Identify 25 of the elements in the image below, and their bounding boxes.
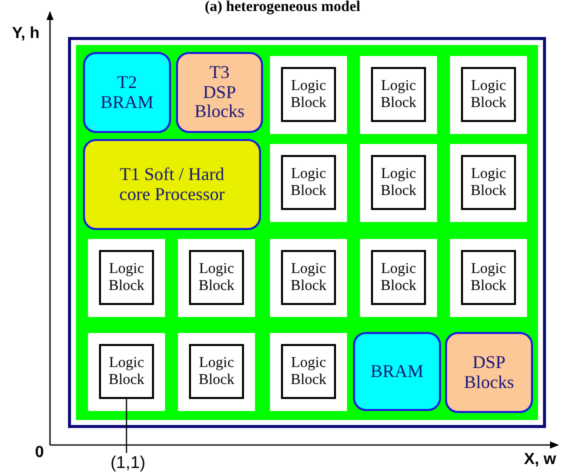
leader-line <box>126 399 128 453</box>
logic-block: Logic Block <box>99 344 154 399</box>
bram-block: T2 BRAM <box>83 52 171 133</box>
logic-block: Logic Block <box>281 250 336 305</box>
logic-block: Logic Block <box>461 250 516 305</box>
axis-label: X, w <box>524 451 556 469</box>
logic-block: Logic Block <box>281 344 336 399</box>
logic-block: Logic Block <box>371 250 426 305</box>
logic-block: Logic Block <box>371 67 426 122</box>
logic-block: Logic Block <box>189 250 244 305</box>
origin-label: 0 <box>35 444 44 462</box>
logic-block: Logic Block <box>99 250 154 305</box>
axis-label: Y, h <box>12 25 40 43</box>
logic-block: Logic Block <box>461 155 516 210</box>
dsp-block: DSP Blocks <box>445 332 533 413</box>
logic-block: Logic Block <box>461 67 516 122</box>
title: (a) heterogeneous model <box>204 0 362 16</box>
processor-block: T1 Soft / Hard core Processor <box>83 139 261 230</box>
logic-block: Logic Block <box>189 344 244 399</box>
coordinate-label: (1,1) <box>100 453 156 473</box>
logic-block: Logic Block <box>281 155 336 210</box>
logic-block: Logic Block <box>281 67 336 122</box>
logic-block: Logic Block <box>371 155 426 210</box>
bram-block: BRAM <box>353 332 441 411</box>
dsp-block: T3 DSP Blocks <box>176 52 263 133</box>
